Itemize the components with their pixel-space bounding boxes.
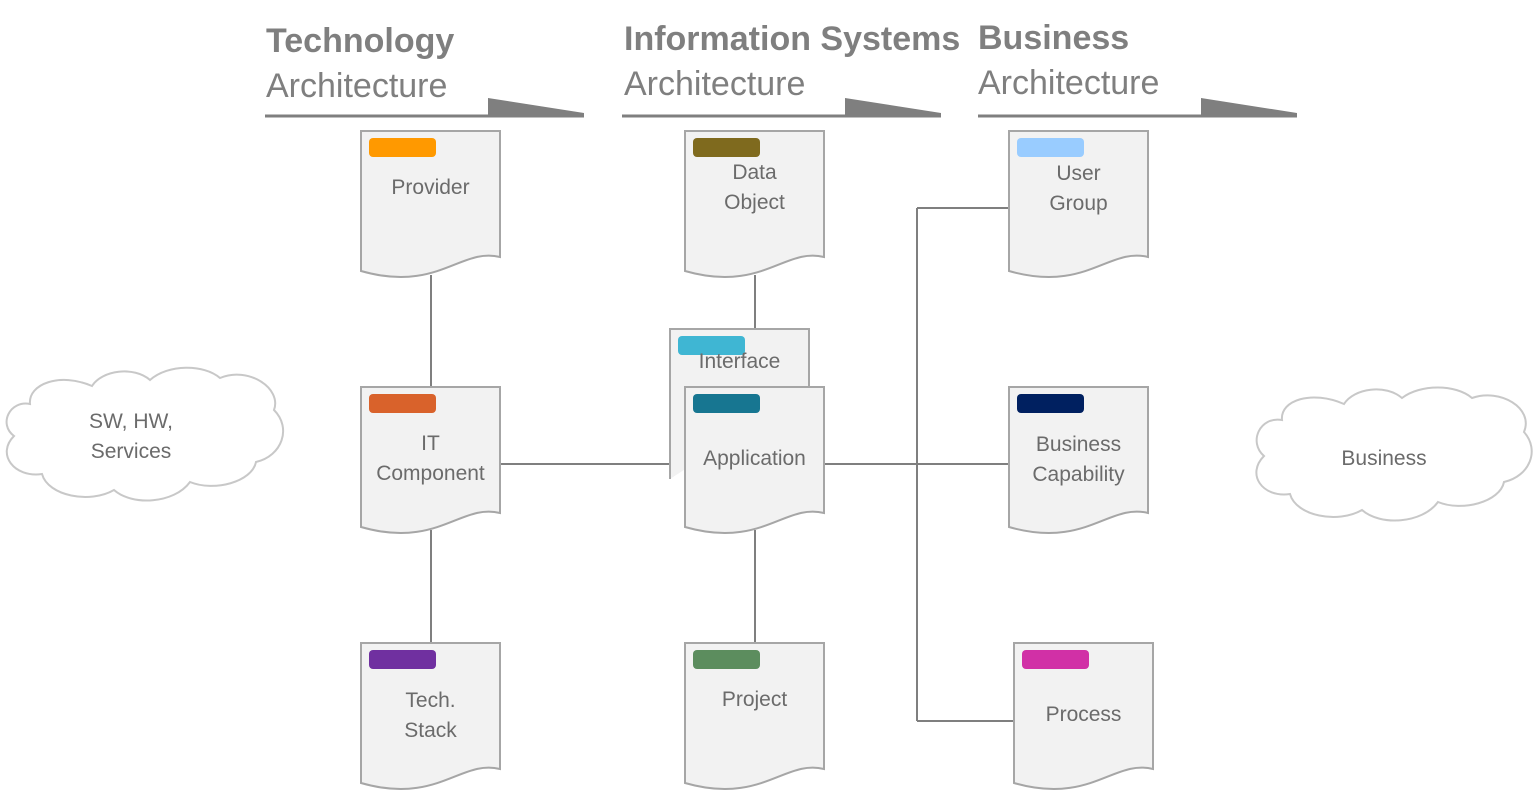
cloud-technology-shape: [5, 366, 284, 502]
node-business-capability-label-line1: Business: [1036, 433, 1121, 456]
node-tech-stack[interactable]: Tech. Stack: [360, 642, 501, 790]
node-it-component-label-line1: IT: [421, 432, 440, 455]
node-data-object-color-tag: [693, 138, 760, 157]
node-project[interactable]: Project: [684, 642, 825, 790]
node-project-shape: [684, 642, 825, 790]
node-data-object-label-line2: Object: [724, 191, 785, 214]
node-application-color-tag: [693, 394, 760, 413]
node-user-group-shape: [1008, 130, 1149, 278]
node-it-component[interactable]: IT Component: [360, 386, 501, 534]
node-process[interactable]: Process: [1013, 642, 1154, 790]
node-user-group-color-tag: [1017, 138, 1084, 157]
node-user-group-label-line2: Group: [1049, 192, 1107, 215]
cloud-business-shape: [1255, 386, 1533, 522]
header-business-wedge: [1201, 98, 1297, 117]
node-process-shape: [1013, 642, 1154, 790]
header-technology-title: Technology: [266, 22, 454, 60]
node-it-component-label-line2: Component: [376, 462, 485, 485]
header-information-systems-title: Information Systems: [624, 20, 960, 58]
node-data-object-label-line1: Data: [732, 161, 777, 184]
cloud-business: Business: [1255, 386, 1533, 522]
cloud-technology-label-line1: SW, HW,: [89, 410, 173, 433]
node-data-object-shape: [684, 130, 825, 278]
node-process-label-line1: Process: [1046, 703, 1122, 726]
header-technology: Technology Architecture: [265, 22, 584, 118]
node-business-capability-shape: [1008, 386, 1149, 534]
cloud-technology-label-line2: Services: [91, 440, 172, 463]
node-tech-stack-color-tag: [369, 650, 436, 669]
node-business-capability-color-tag: [1017, 394, 1084, 413]
node-it-component-shape: [360, 386, 501, 534]
header-information-systems-subtitle: Architecture: [624, 65, 805, 103]
node-it-component-color-tag: [369, 394, 436, 413]
node-application[interactable]: Application: [684, 386, 825, 534]
node-provider[interactable]: Provider: [360, 130, 501, 278]
node-business-capability-label-line2: Capability: [1032, 463, 1125, 486]
node-interface-color-tag: [678, 336, 745, 355]
node-application-label-line1: Application: [703, 447, 806, 470]
node-tech-stack-label-line2: Stack: [404, 719, 457, 742]
node-project-label-line1: Project: [722, 688, 788, 711]
node-process-color-tag: [1022, 650, 1089, 669]
header-information-systems-wedge: [845, 98, 941, 117]
header-business-subtitle: Architecture: [978, 64, 1159, 102]
node-provider-shape: [360, 130, 501, 278]
node-provider-color-tag: [369, 138, 436, 157]
header-information-systems: Information Systems Architecture: [622, 20, 960, 118]
header-technology-subtitle: Architecture: [266, 67, 447, 105]
node-tech-stack-label-line1: Tech.: [405, 689, 455, 712]
connectors: [430, 207, 1014, 722]
node-provider-label-line1: Provider: [391, 176, 469, 199]
header-technology-wedge: [488, 98, 584, 117]
header-business-title: Business: [978, 19, 1129, 57]
header-business: Business Architecture: [978, 19, 1297, 118]
node-application-shape: [684, 386, 825, 534]
cloud-business-label: Business: [1341, 447, 1426, 470]
node-interface-label-line1: Interface: [699, 350, 781, 373]
node-project-color-tag: [693, 650, 760, 669]
node-tech-stack-shape: [360, 642, 501, 790]
node-user-group-label-line1: User: [1056, 162, 1100, 185]
cloud-technology: SW, HW, Services: [5, 366, 284, 502]
